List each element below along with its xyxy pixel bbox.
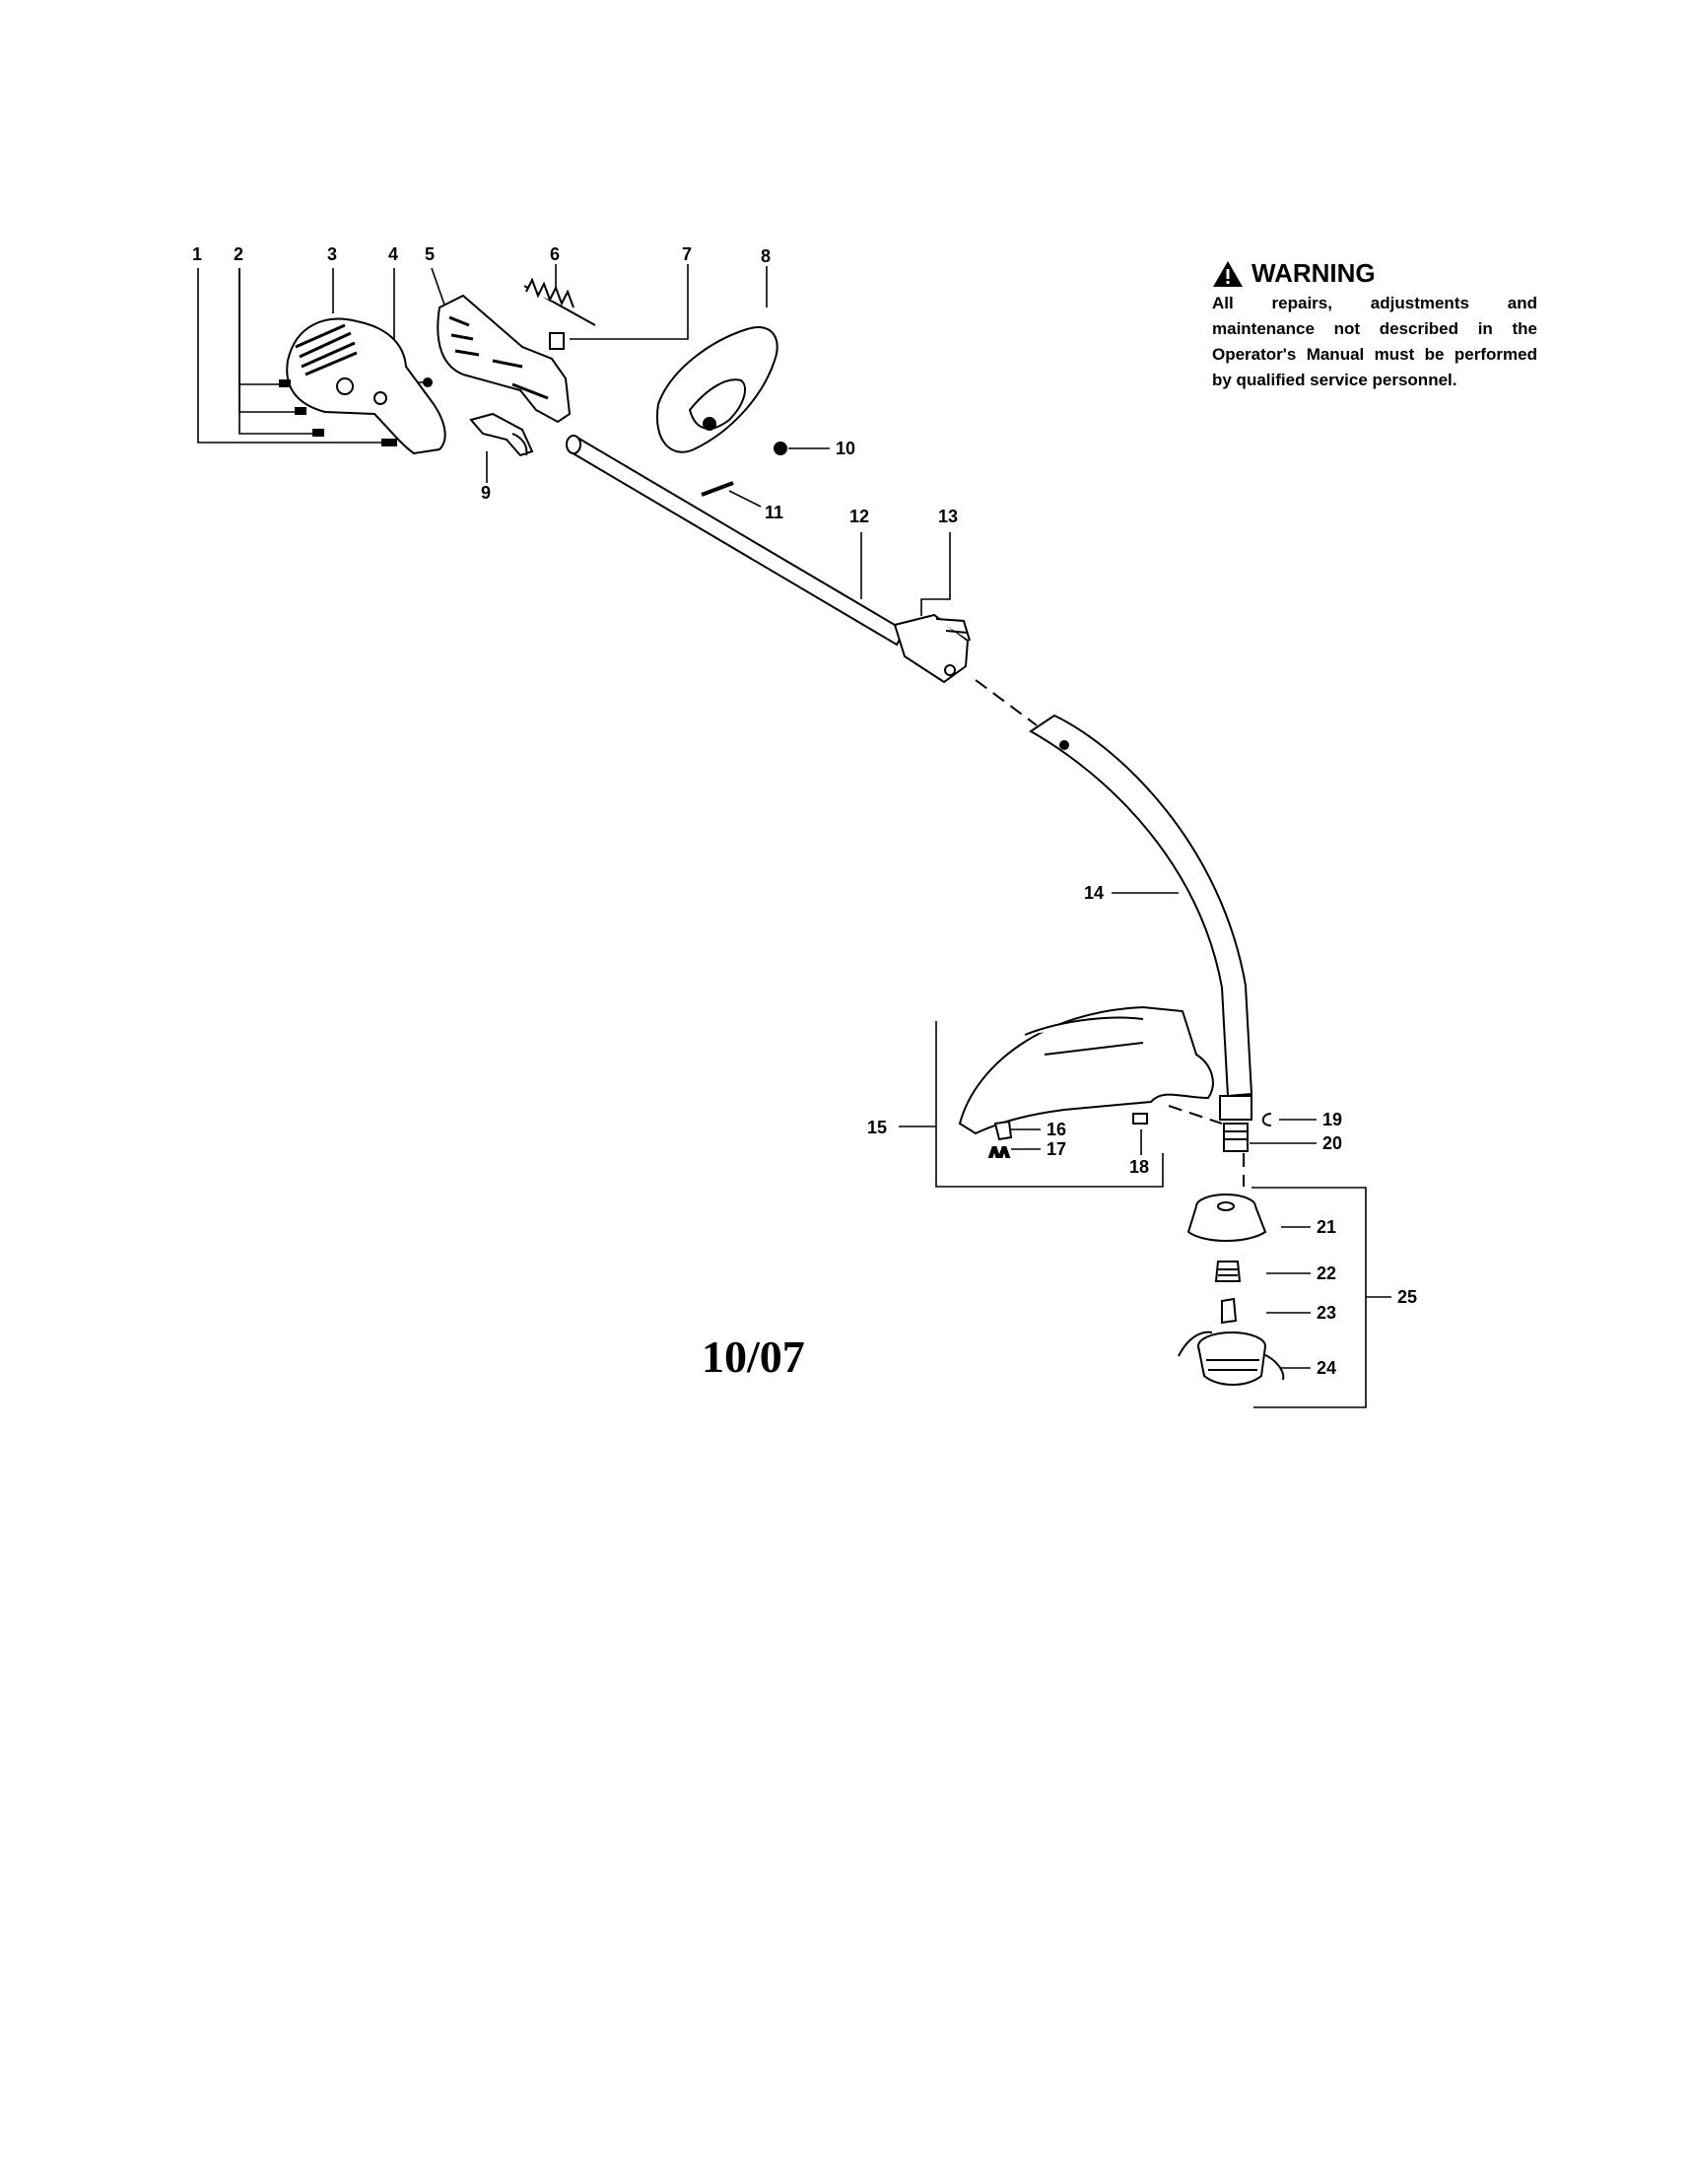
callout-24: 24 <box>1317 1358 1336 1378</box>
curved-shaft-part <box>1029 714 1253 1098</box>
callout-6: 6 <box>550 244 560 264</box>
warning-box: WARNING All repairs, adjustments and mai… <box>1212 258 1537 393</box>
upper-shaft-part <box>566 435 971 684</box>
assembly-dashes <box>975 679 1245 1187</box>
handle-half-part <box>437 294 572 424</box>
date-code: 10/07 <box>702 1331 805 1382</box>
warning-title: WARNING <box>1251 258 1376 288</box>
callout-3: 3 <box>327 244 337 264</box>
assist-handle-part <box>655 326 778 453</box>
guard-hardware: ʌʌ <box>988 1113 1148 1162</box>
callout-14: 14 <box>1084 883 1104 903</box>
callout-4: 4 <box>388 244 398 264</box>
knob-and-bolt <box>701 442 787 497</box>
svg-text:ʌʌ: ʌʌ <box>989 1141 1009 1161</box>
callout-19: 19 <box>1322 1110 1342 1129</box>
callout-22: 22 <box>1317 1263 1336 1283</box>
callout-5: 5 <box>425 244 435 264</box>
callout-1: 1 <box>192 244 202 264</box>
callout-16: 16 <box>1047 1120 1066 1139</box>
callout-20: 20 <box>1322 1133 1342 1153</box>
callout-13: 13 <box>938 507 958 526</box>
screws <box>279 377 433 446</box>
callout-11: 11 <box>765 503 783 522</box>
callout-8: 8 <box>761 246 771 266</box>
callout-15: 15 <box>867 1118 887 1137</box>
warning-text: All repairs, adjustments and maintenance… <box>1212 294 1537 389</box>
gearhead-part <box>1219 1095 1272 1152</box>
callout-23: 23 <box>1317 1303 1336 1323</box>
callout-9: 9 <box>481 483 491 503</box>
callout-12: 12 <box>849 507 869 526</box>
callout-10: 10 <box>836 439 855 458</box>
warning-triangle-icon <box>1213 260 1243 287</box>
trimmer-head-parts <box>1178 1194 1285 1386</box>
callout-17: 17 <box>1047 1139 1066 1159</box>
callout-18: 18 <box>1129 1157 1149 1177</box>
callout-25: 25 <box>1397 1287 1417 1307</box>
callout-2: 2 <box>234 244 243 264</box>
handle-housing-part <box>286 317 446 455</box>
spring-part <box>523 277 596 350</box>
trigger-part <box>469 412 534 457</box>
warning-title-row: WARNING <box>1212 258 1537 289</box>
guard-part <box>958 1005 1214 1135</box>
callout-21: 21 <box>1317 1217 1336 1237</box>
callout-7: 7 <box>682 244 692 264</box>
callout-numbers: 1 2 3 4 5 6 7 8 9 10 11 12 13 14 15 16 1… <box>192 244 1417 1378</box>
